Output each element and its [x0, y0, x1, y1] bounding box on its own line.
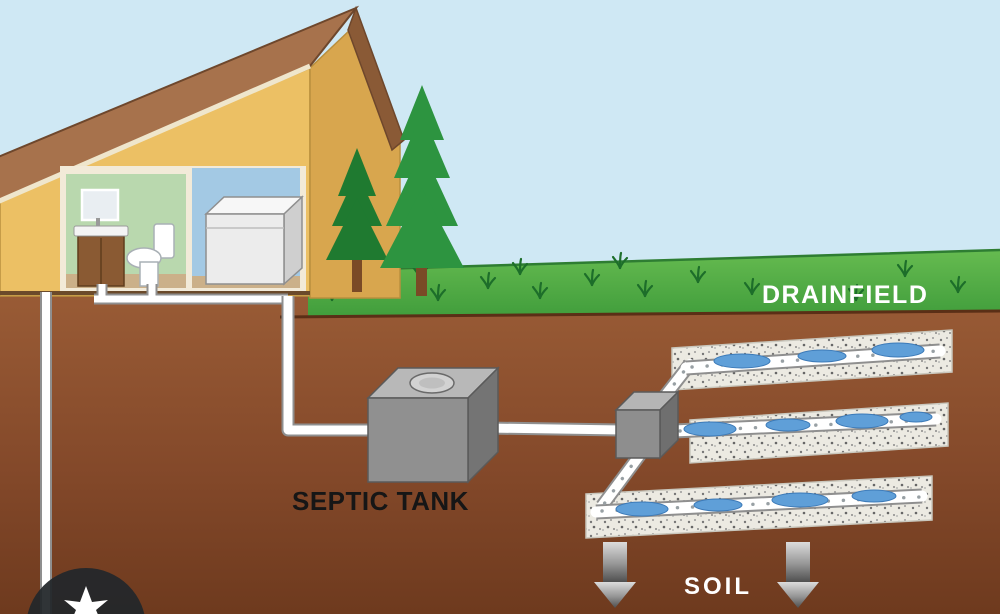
toilet — [126, 223, 175, 287]
roof-fascia — [0, 63, 311, 204]
house-roof-right-slope — [347, 5, 405, 152]
watermark-logo — [27, 568, 145, 614]
distribution-box — [614, 390, 680, 460]
utility-room — [192, 168, 304, 288]
soil-label: SOIL — [684, 573, 753, 600]
drain-pipe — [94, 284, 288, 303]
septic-tank-front — [367, 397, 469, 483]
sink-vanity — [73, 218, 129, 287]
soil-surface-line — [279, 309, 1000, 319]
bathroom-room — [66, 174, 186, 288]
pipe-perforations — [600, 349, 940, 513]
down-arrow-icon — [594, 542, 636, 608]
bathroom-mirror — [80, 188, 120, 222]
sewer-pipe — [283, 296, 372, 435]
indoor-unit — [204, 195, 304, 286]
septic-tank — [366, 366, 500, 484]
pine-tree-tall — [380, 85, 464, 296]
tank-outlet-pipe — [487, 423, 623, 435]
effluent-water — [615, 342, 933, 517]
distribution-box-front — [615, 409, 661, 459]
house-roof — [0, 5, 360, 203]
pine-tree-small — [326, 148, 388, 292]
septic-tank-label: SEPTIC TANK — [292, 486, 469, 516]
faucet-icon — [96, 218, 100, 226]
watermark-glyph — [64, 586, 108, 614]
down-arrow-icon — [777, 542, 819, 608]
house — [0, 5, 405, 299]
drainfield-label: DRAINFIELD — [762, 281, 929, 309]
septic-tank-lid-inner — [419, 377, 445, 389]
soil-percolation-arrows — [594, 542, 819, 608]
plumbing-pipes — [40, 284, 623, 614]
drainfield — [585, 329, 953, 539]
